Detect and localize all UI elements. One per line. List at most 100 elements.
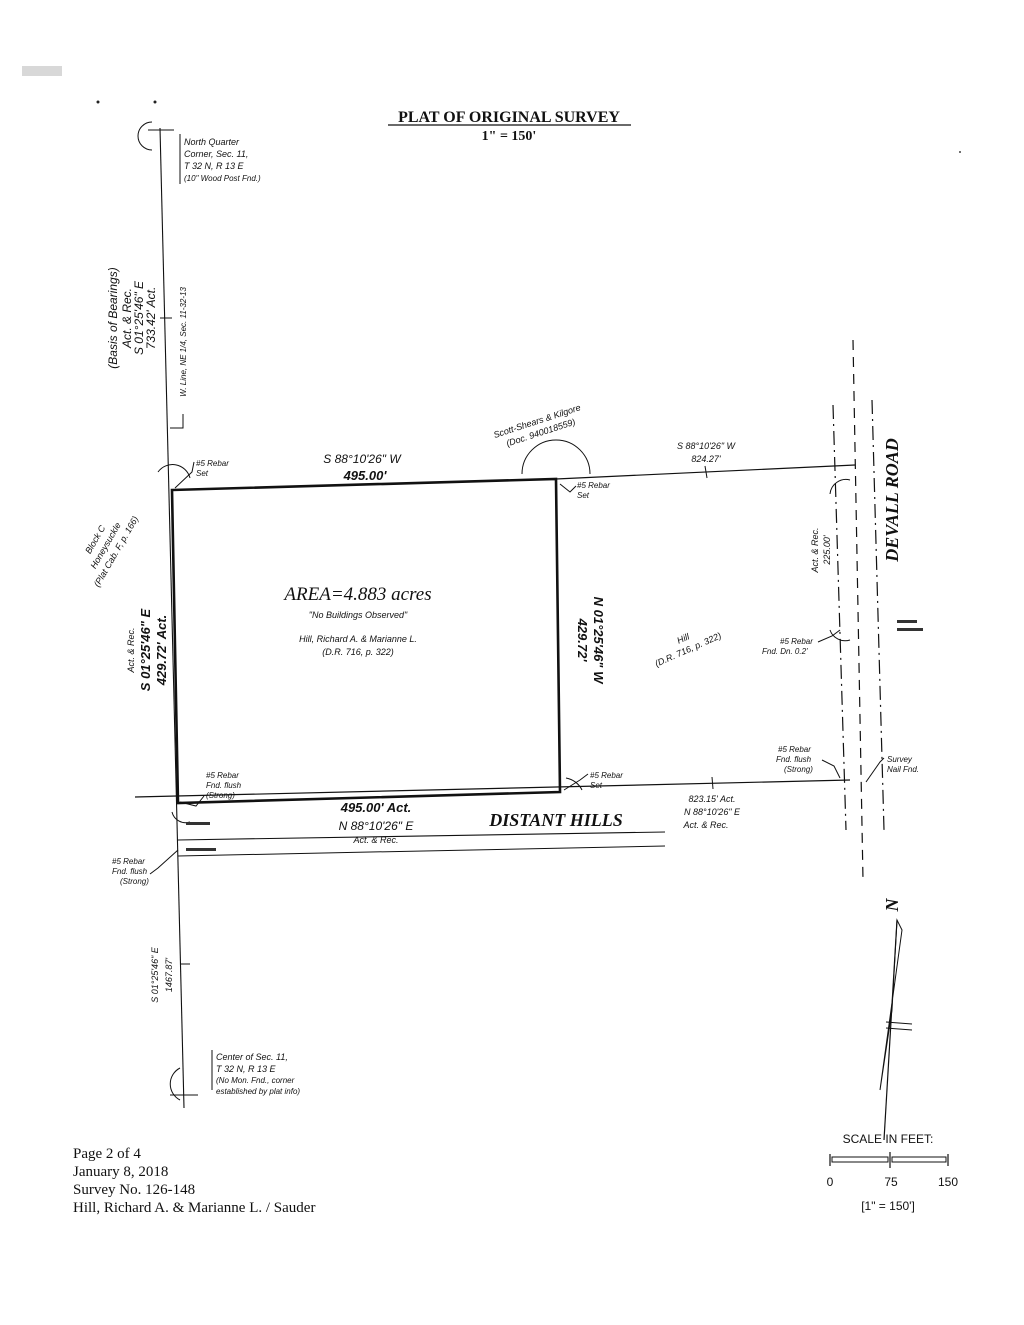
corner-arc-ne (521, 439, 591, 475)
center-label-3: (No Mon. Fnd., corner (216, 1076, 295, 1085)
rebar-dn-leader (817, 629, 841, 643)
road-name-label: DEVALL ROAD (882, 438, 902, 563)
survey-nail-leader (865, 757, 885, 783)
footer-survey: Survey No. 126-148 (73, 1182, 195, 1198)
parcel-boundary (170, 477, 562, 805)
rebar-lower-2: Fnd. flush (112, 867, 148, 876)
rebar-nw-leader (174, 461, 195, 489)
basis-label-3: S 01°25'46" E (132, 280, 146, 355)
road-centerline (852, 339, 864, 881)
footer-client: Hill, Richard A. & Marianne L. / Sauder (73, 1200, 315, 1216)
nq-label-4: (10" Wood Post Fnd.) (184, 174, 261, 183)
plat-scale: 1" = 150' (482, 129, 537, 144)
scale-ratio: [1" = 150'] (861, 1199, 915, 1213)
rebar-sw-leader (179, 795, 205, 807)
lower-west-distance: 1467.87' (164, 958, 174, 993)
rebar-dn-1: #5 Rebar (780, 637, 813, 646)
basis-label-2: Act. & Rec. (120, 288, 134, 349)
basis-line-4: 733.42' Act. (144, 287, 158, 350)
corner-arc-sw (171, 811, 191, 824)
basis-label-4: 733.42' Act. (144, 287, 158, 350)
lower-west-label-2: 1467.87' (164, 958, 174, 993)
footer-page: Page 2 of 4 (73, 1146, 141, 1162)
south-line-distance: 495.00' Act. (340, 800, 412, 815)
north-arrow-bar-1 (885, 1021, 913, 1025)
road-dim-1: Act. & Rec. (810, 527, 820, 573)
scale-title: SCALE IN FEET: (843, 1132, 934, 1146)
nq-label-1: North Quarter (184, 137, 240, 147)
north-line-distance: 495.00' (343, 468, 388, 483)
rebar-nw-2: Set (196, 469, 209, 478)
road-dim-arc-bottom (829, 629, 851, 642)
monument-mark (186, 848, 216, 851)
north-letter: N (882, 898, 902, 913)
hill-label: Hill (D.R. 716, p. 322) (653, 630, 722, 668)
road-marker-2 (897, 628, 923, 631)
east-line-bearing: N 01°25'46" W (591, 597, 606, 685)
west-line-1: Act. & Rec. (126, 627, 136, 673)
south-ext-rec: Act. & Rec. (682, 820, 728, 830)
nq-corner-arc (137, 121, 153, 151)
west-section-line (159, 127, 185, 1109)
basis-line-1: (Basis of Bearings) (106, 267, 120, 368)
rebar-ne-1: #5 Rebar (577, 481, 610, 490)
rebar-lower-leader (149, 849, 179, 875)
basis-label: (Basis of Bearings) (106, 267, 120, 368)
street-name: DISTANT HILLS (488, 810, 623, 830)
center-label-2: T 32 N, R 13 E (216, 1064, 277, 1074)
north-ext-tick (704, 465, 708, 479)
survey-nail-2: Nail Fnd. (887, 765, 919, 774)
parcel-deed: (D.R. 716, p. 322) (322, 647, 394, 657)
scale-tick-150: 150 (938, 1175, 958, 1189)
rebar-ne-leader (559, 483, 577, 493)
south-ext-line (134, 779, 851, 798)
lower-west-bearing: S 01°25'46" E (150, 946, 160, 1003)
block-c-label: Block C Honeysuckle (Plat Cab. F, p. 166… (83, 514, 140, 588)
north-arrow-bar-2 (885, 1027, 913, 1031)
road-marker (897, 620, 917, 623)
w-line-label: W. Line, NE 1/4, Sec. 11-32-13 (179, 287, 188, 397)
west-line-label-2: S 01°25'46" E (138, 608, 153, 691)
east-line-label: 429.72' (575, 618, 590, 663)
scale-bar (829, 1152, 949, 1168)
corner-arc-se (565, 777, 583, 791)
north-line-bearing: S 88°10'26" W (323, 452, 402, 466)
scan-smudge (22, 66, 62, 76)
south-ext-tick (711, 776, 714, 790)
monument-mark-2 (186, 822, 210, 825)
road-dim-arc-top (829, 479, 851, 495)
road-row-east (871, 399, 885, 831)
east-line-label-2: N 01°25'46" W (591, 597, 606, 685)
west-line-label: Act. & Rec. (126, 627, 136, 673)
distant-hills-row-line (177, 845, 666, 857)
rebar-sw-1: #5 Rebar (206, 771, 239, 780)
rebar-nw-1: #5 Rebar (196, 459, 229, 468)
basis-line-2: Act. & Rec. (120, 288, 134, 349)
road-dim-label-2: 225.00' (822, 535, 832, 566)
nq-label-2: Corner, Sec. 11, (184, 149, 248, 159)
w-line-text: W. Line, NE 1/4, Sec. 11-32-13 (179, 287, 188, 397)
plat-title: PLAT OF ORIGINAL SURVEY (398, 109, 620, 126)
road-dim-label: Act. & Rec. (810, 527, 820, 573)
west-line-3: 429.72' Act. (154, 615, 169, 687)
distant-hills-south-edge (177, 831, 666, 841)
rebar-sw-2: Fnd. flush (206, 781, 242, 790)
north-arrow-icon: N (879, 898, 913, 1141)
rebar-road-2: Fnd. flush (776, 755, 812, 764)
nq-label-3: T 32 N, R 13 E (184, 161, 245, 171)
scan-speck (153, 100, 157, 104)
rebar-road-1: #5 Rebar (778, 745, 811, 754)
rebar-se-leader (563, 773, 589, 791)
center-label-1: Center of Sec. 11, (216, 1052, 288, 1062)
scan-speck (959, 151, 961, 153)
scan-speck (96, 100, 100, 104)
east-line-distance: 429.72' (575, 618, 590, 663)
north-arrow-head (879, 918, 903, 1091)
parcel-note: "No Buildings Observed" (309, 610, 408, 620)
rebar-se-1: #5 Rebar (590, 771, 623, 780)
scale-tick-0: 0 (827, 1175, 834, 1189)
rebar-dn-2: Fnd. Dn. 0.2' (762, 647, 808, 656)
w-line-leader (170, 414, 184, 429)
rebar-lower-3: (Strong) (120, 877, 149, 886)
road-name: DEVALL ROAD (882, 438, 902, 563)
